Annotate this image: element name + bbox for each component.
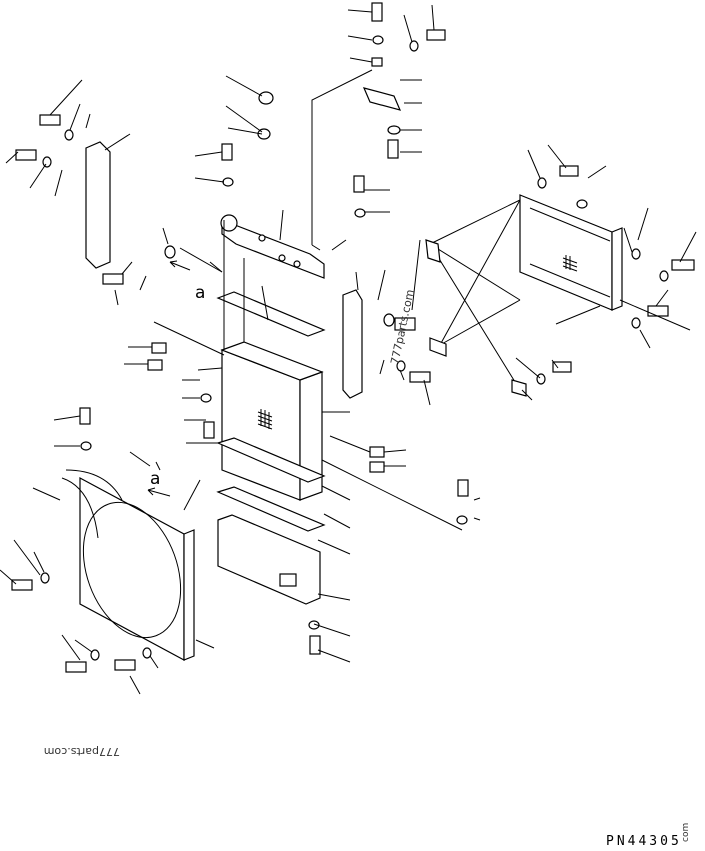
view-label-a: a (150, 469, 160, 489)
side-bracket (342, 289, 363, 399)
watermark: 777parts.com (44, 745, 120, 758)
rubber-blocks (147, 342, 385, 587)
bolts (11, 29, 695, 673)
arrow-icon (147, 487, 171, 497)
part-number-code: PN44305 (606, 834, 682, 849)
fan-shroud (61, 469, 195, 662)
top-clamp-parts (362, 2, 402, 159)
leader-lines (0, 4, 697, 695)
top-tank (220, 214, 325, 279)
watermark: com (681, 823, 691, 842)
core-grid-icon (257, 409, 273, 430)
arrow-icon (169, 260, 191, 271)
radiator-core (220, 341, 324, 501)
side-guard-frame (425, 194, 623, 397)
view-arrows (147, 260, 191, 497)
washers (40, 35, 669, 661)
view-label-a: a (195, 283, 205, 303)
left-stay-bracket (85, 141, 111, 269)
